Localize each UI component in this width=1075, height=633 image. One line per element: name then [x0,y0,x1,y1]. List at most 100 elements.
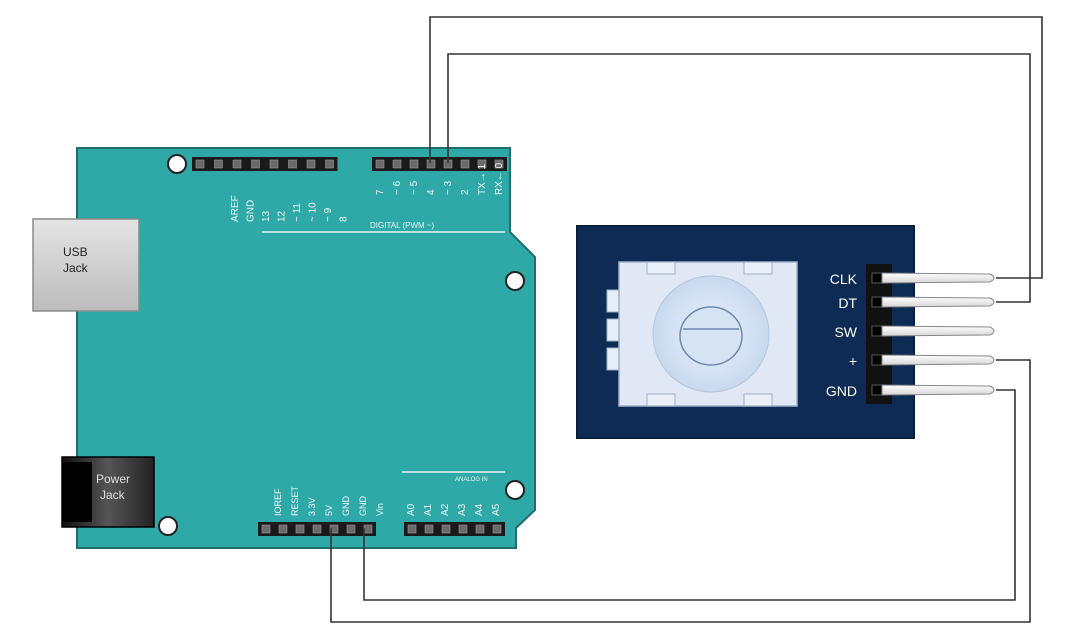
pin-label: ~ 3 [443,180,454,195]
header-pin [346,524,356,534]
pin-label: ~ 11 [292,203,303,222]
pin-label: RESET [290,485,300,516]
digital-header-strip [372,157,507,171]
header-pin [363,524,373,534]
header-pin [375,159,385,169]
usb-jack: USB Jack [32,218,140,312]
power-pin-labels: IOREF RESET 3.3V 5V GND GND Vin [273,485,385,516]
pin-label: IOREF [273,488,283,516]
pin-label: ~ 5 [409,180,420,195]
header-pin [278,524,288,534]
pin-label: 2 [460,189,471,195]
wire-dt-to-pin-3 [447,53,1031,303]
analog-label: ANALOG IN [455,477,488,483]
pin-label: 13 [261,210,272,222]
header-pin [441,524,451,534]
header-pin [251,159,260,169]
header-pin [424,524,434,534]
header-pin [306,159,316,169]
header-pin [325,159,334,169]
pin-label: ~ 10 [308,202,319,222]
encoder-pin-socket [871,296,883,308]
arduino-board: USB Jack Power Jack AREF GND 13 12 ~ 11 ~ 10 ~… [32,147,536,549]
pin-label: ~ 9 [323,207,334,222]
pin-label: GND [246,200,257,222]
header-pin [492,524,502,534]
power-jack-label: Jack [100,488,126,502]
encoder-pin [881,384,995,396]
analog-pin-labels: A0 A1 A2 A3 A4 A5 [406,503,502,516]
encoder-pin-socket [871,325,883,337]
encoder-pin-label: DT [838,295,857,311]
header-pin [392,159,402,169]
power-jack-label: Power [96,472,130,486]
encoder-pin-socket [871,272,883,284]
pin-label: ~ 6 [392,180,403,195]
header-pin [409,159,419,169]
digital-label: DIGITAL (PWM ~) [370,221,435,230]
header-pin [407,524,417,534]
header-pin [475,524,485,534]
usb-jack-label: USB [63,245,88,259]
header-pin [295,524,305,534]
analog-header-strip [404,522,505,536]
pin-label: Vin [375,503,385,516]
pin-label: 4 [426,189,437,195]
pin-label: GND [358,496,368,517]
analog-header [404,522,505,536]
pin-label: TX→ 1 [477,163,488,195]
pin-label: 5V [324,505,334,516]
encoder-clip [646,261,676,275]
mounting-hole [505,271,525,291]
header-pin [312,524,322,534]
pin-label: RX← 0 [494,162,505,195]
pin-label: 12 [277,210,288,222]
encoder-pin-label: GND [826,383,857,399]
encoder-pin-socket [871,354,883,366]
encoder-pin [881,354,995,366]
power-jack: Power Jack [61,456,155,528]
pin-label: A5 [491,503,502,516]
encoder-pin [881,325,995,337]
encoder-pin [881,296,995,308]
header-pin [288,159,297,169]
pin-label: 7 [375,189,386,195]
wires [330,16,1043,623]
pin-label: AREF [230,195,241,222]
header-pin [214,159,223,169]
header-pin [494,159,504,169]
encoder-pin-label: SW [834,324,857,340]
digital-header-strip [192,157,338,171]
pin-label: A4 [474,503,485,516]
header-pin [195,159,205,169]
header-pin [232,159,242,169]
encoder-pin-label: + [849,353,857,369]
encoder-pin-socket [871,384,883,396]
encoder-clip [743,261,773,275]
header-pin [458,524,468,534]
power-header [258,522,376,536]
header-pin [269,159,279,169]
header-pin [426,159,436,169]
wire-vcc-to-5v [330,359,1031,623]
usb-jack-label: Jack [63,261,89,275]
encoder-clip [646,393,676,407]
pin-label: A0 [406,503,417,516]
header-pin [261,524,271,534]
encoder-pin [881,272,995,284]
header-pin [477,159,487,169]
digital-header-right [372,157,507,171]
mounting-hole [158,516,178,536]
mounting-hole [505,480,525,500]
pin-label: A2 [440,503,451,516]
pin-label: GND [341,496,351,517]
pin-label: 3.3V [307,497,317,516]
pin-label: A1 [423,503,434,516]
digital-pin-labels: 7 ~ 6 ~ 5 4 ~ 3 2 TX→ 1 RX← 0 [375,162,505,195]
pin-label: A3 [457,503,468,516]
header-pin [329,524,339,534]
encoder-clip [743,393,773,407]
